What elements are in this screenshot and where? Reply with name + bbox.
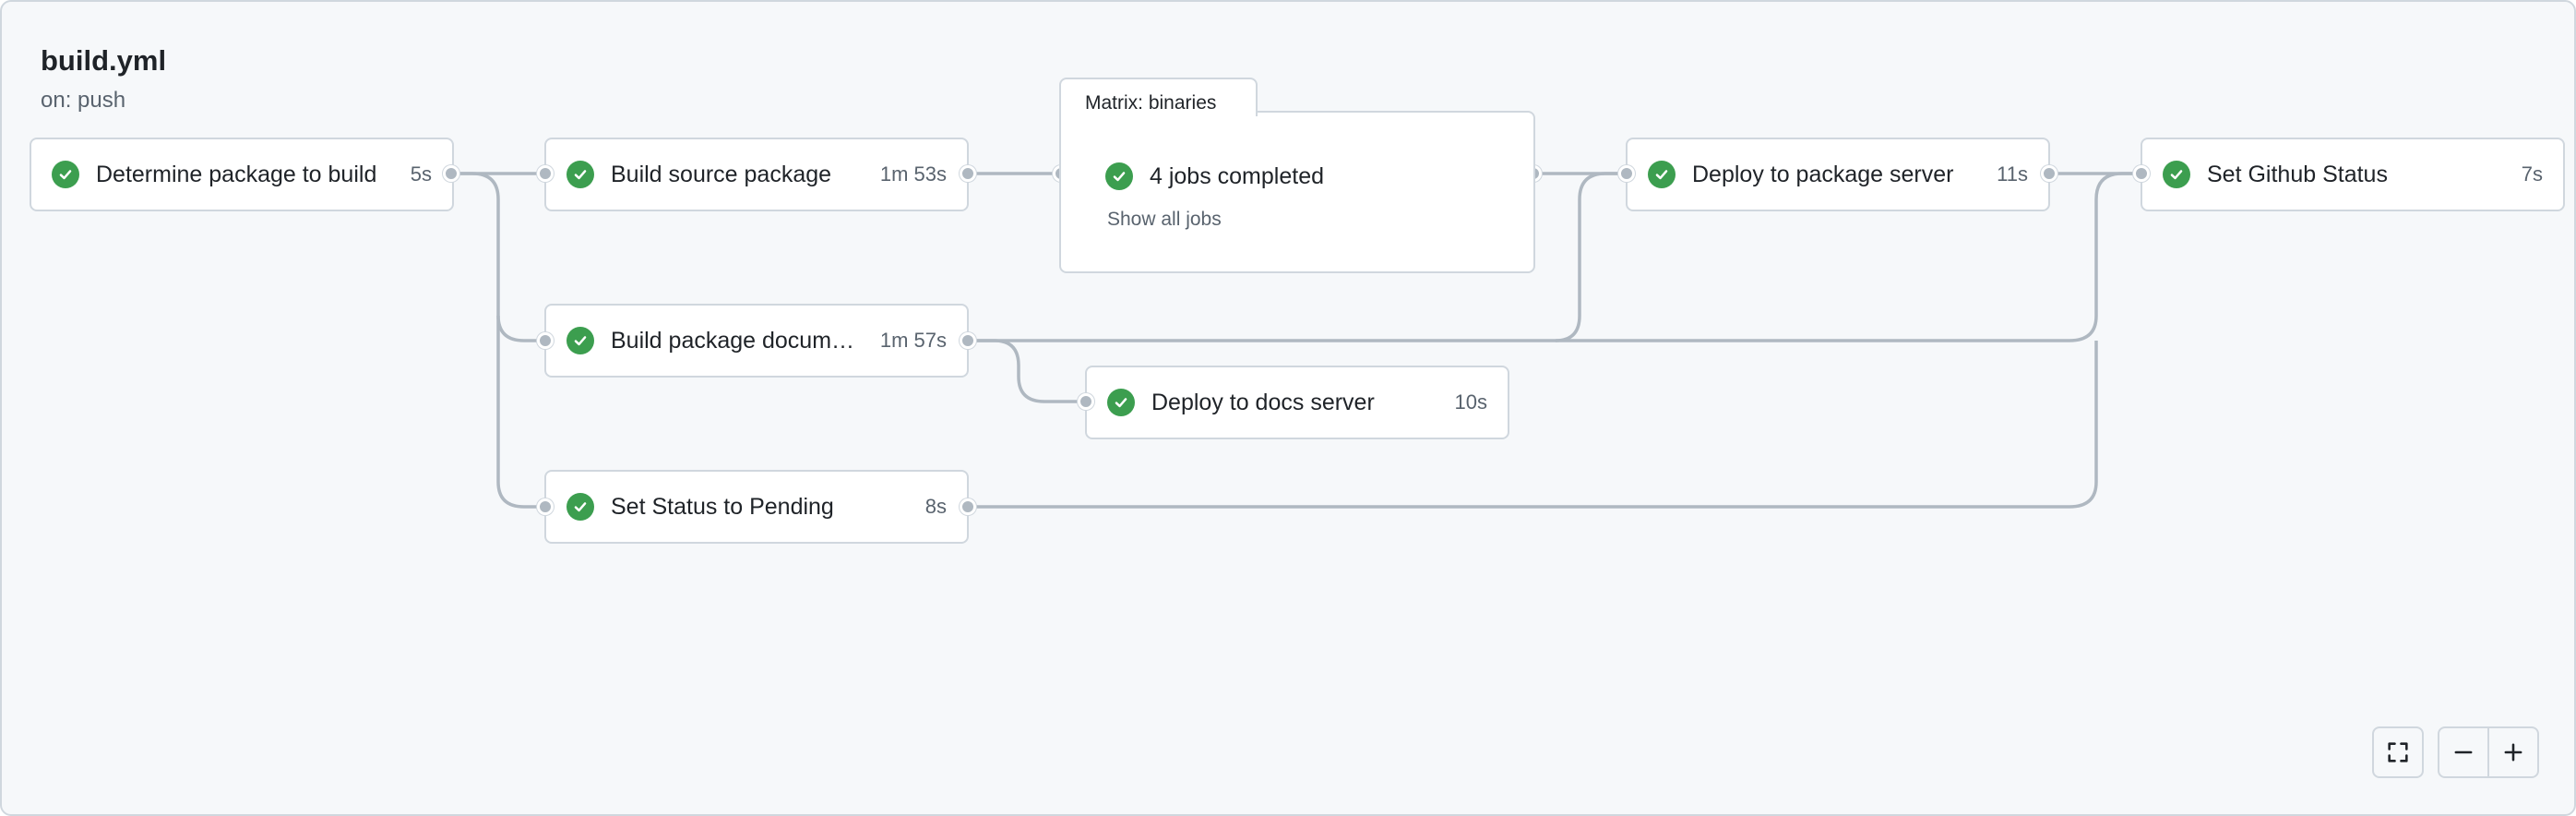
edge-pending-to-githubstatus [967, 341, 2098, 509]
job-set-github-status[interactable]: Set Github Status 7s [2141, 138, 2565, 211]
workflow-title: build.yml [41, 44, 167, 77]
job-name: Determine package to build [96, 161, 377, 187]
fullscreen-button[interactable] [2372, 726, 2424, 778]
job-duration: 10s [1454, 390, 1487, 414]
connector-dot [1618, 165, 1635, 182]
matrix-group-binaries[interactable]: 4 jobs completed Show all jobs [1059, 111, 1535, 273]
connector-dot [1078, 393, 1094, 410]
show-all-jobs-link[interactable]: Show all jobs [1107, 209, 1222, 230]
job-deploy-package-server[interactable]: Deploy to package server 11s [1626, 138, 2050, 211]
job-duration: 1m 57s [879, 329, 947, 352]
job-name: Build source package [611, 161, 832, 187]
connector-dot [537, 165, 554, 182]
job-duration: 5s [410, 162, 432, 186]
edge-determine-to-docs [452, 172, 545, 342]
fullscreen-icon [2388, 742, 2408, 762]
job-name: Build package documentation [611, 327, 865, 354]
matrix-summary: 4 jobs completed [1150, 162, 1325, 189]
connector-dot [960, 165, 976, 182]
edge-docs-to-docsdeploy [967, 339, 1087, 403]
connector-dot [960, 332, 976, 349]
matrix-summary-row: 4 jobs completed [1105, 162, 1324, 190]
success-check-icon [566, 493, 594, 521]
job-name: Set Status to Pending [611, 493, 834, 520]
minus-icon [2454, 750, 2473, 754]
job-set-status-pending[interactable]: Set Status to Pending 8s [544, 470, 969, 544]
connector-dot [960, 498, 976, 515]
success-check-icon [566, 327, 594, 354]
plus-icon [2504, 743, 2522, 762]
success-check-icon [2163, 161, 2190, 188]
job-build-package-docs[interactable]: Build package documentation 1m 57s [544, 304, 969, 378]
job-determine-package[interactable]: Determine package to build 5s [30, 138, 454, 211]
connector-dot [2041, 165, 2057, 182]
job-duration: 8s [924, 495, 947, 518]
job-name: Set Github Status [2207, 161, 2388, 187]
success-check-icon [1648, 161, 1676, 188]
zoom-out-button[interactable] [2438, 726, 2489, 778]
job-name: Deploy to docs server [1151, 389, 1375, 415]
success-check-icon [1107, 389, 1135, 416]
zoom-in-button[interactable] [2487, 726, 2539, 778]
job-duration: 11s [1997, 162, 2028, 186]
matrix-label: Matrix: binaries [1059, 78, 1258, 116]
connector-dot [537, 498, 554, 515]
job-deploy-docs-server[interactable]: Deploy to docs server 10s [1085, 366, 1509, 439]
success-check-icon [52, 161, 79, 188]
job-name: Deploy to package server [1692, 161, 1954, 187]
workflow-trigger: on: push [41, 88, 126, 113]
edge-determine-to-pending [496, 316, 545, 509]
job-build-source-package[interactable]: Build source package 1m 53s [544, 138, 969, 211]
connector-dot [2133, 165, 2150, 182]
job-duration: 7s [2521, 162, 2543, 186]
connector-dot [443, 165, 459, 182]
job-duration: 1m 53s [879, 162, 947, 186]
success-check-icon [1105, 162, 1133, 190]
success-check-icon [566, 161, 594, 188]
connector-dot [537, 332, 554, 349]
